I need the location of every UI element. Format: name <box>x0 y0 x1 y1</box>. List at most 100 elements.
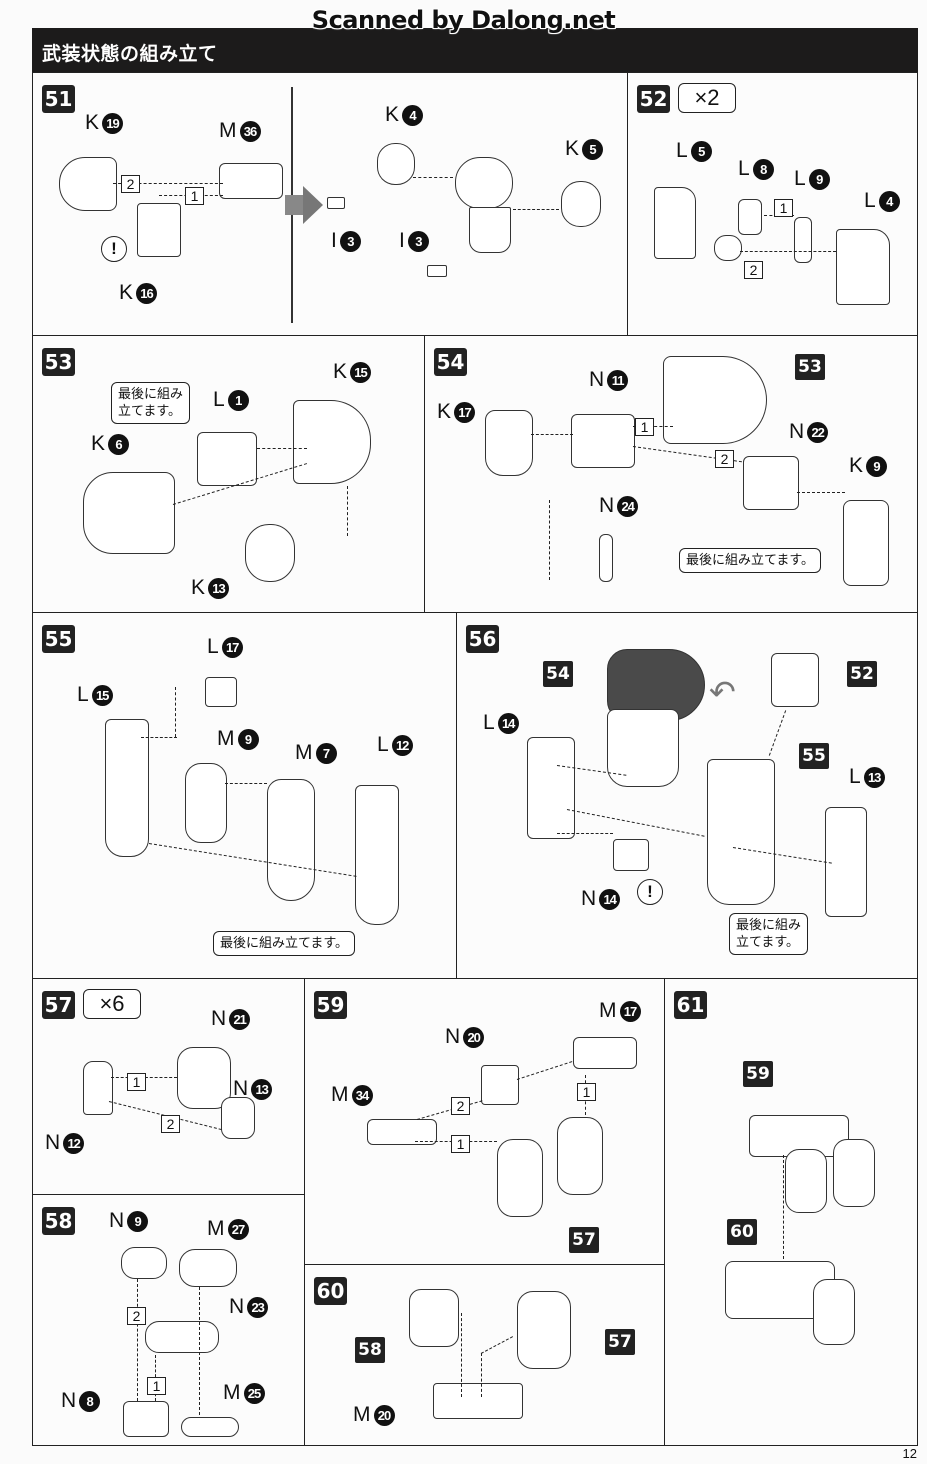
engine-part <box>663 356 767 444</box>
step-number: 51 <box>42 85 75 113</box>
step-number: 57 <box>42 991 75 1019</box>
next-arrow-icon <box>285 195 303 215</box>
order-number: 1 <box>635 418 654 436</box>
step-number: 58 <box>42 1207 75 1235</box>
pin-part <box>599 534 613 582</box>
order-number: 2 <box>161 1115 180 1133</box>
warning-icon: ! <box>101 236 127 262</box>
cube-part <box>613 839 649 871</box>
order-number: 1 <box>577 1083 596 1101</box>
step-reference: 58 <box>355 1337 385 1363</box>
assembly-line <box>797 492 845 493</box>
finger-subassembly <box>785 1149 827 1213</box>
frame-part <box>197 432 257 486</box>
cap-part <box>121 1247 167 1279</box>
leg-subassembly <box>707 759 775 905</box>
cylinder-part <box>455 157 513 209</box>
step-reference: 57 <box>605 1329 635 1355</box>
step-number: 55 <box>42 625 75 653</box>
assembly-note: 最後に組み立てます。 <box>111 382 191 424</box>
step-number: 53 <box>42 348 75 376</box>
finger-subassembly <box>497 1139 543 1217</box>
assembly-note: 最後に組み立てます。 <box>679 548 822 573</box>
order-number: 1 <box>185 187 204 205</box>
small-block-part <box>327 197 345 209</box>
order-number: 2 <box>127 1307 146 1325</box>
clip-part <box>794 217 812 263</box>
finger-subassembly <box>833 1139 875 1207</box>
finger-subassembly <box>813 1279 855 1345</box>
joint-part <box>738 199 762 235</box>
block-part <box>219 163 283 199</box>
grip-subassembly <box>409 1289 459 1347</box>
claw-tip-part <box>221 1097 255 1139</box>
cylinder-part <box>83 472 175 554</box>
assembly-line <box>516 1061 573 1080</box>
step-reference: 53 <box>795 354 825 380</box>
plate-part <box>355 785 399 925</box>
assembly-line <box>480 1336 514 1354</box>
order-number: 1 <box>451 1135 470 1153</box>
cube-part <box>481 1065 519 1105</box>
step-number: 52 <box>637 85 670 113</box>
assembly-line <box>740 251 836 252</box>
order-number: 2 <box>715 450 734 468</box>
block-part <box>743 456 799 510</box>
armor-subassembly <box>771 653 819 707</box>
frame-part <box>485 410 533 476</box>
assembly-line <box>225 783 267 784</box>
step-reference: 59 <box>743 1061 773 1087</box>
joint-part <box>843 500 889 586</box>
joint-subassembly <box>607 709 679 787</box>
small-block-part <box>427 265 447 277</box>
step-reference: 57 <box>569 1227 599 1253</box>
step-number: 61 <box>674 991 707 1019</box>
step-number: 59 <box>314 991 347 1019</box>
assembly-line <box>768 710 787 756</box>
assembly-line <box>481 1353 482 1397</box>
roller-part <box>714 235 742 261</box>
assembly-line <box>137 1279 138 1401</box>
armor-part <box>654 187 696 259</box>
assembly-line <box>461 1313 462 1397</box>
assembly-line <box>113 183 223 184</box>
quantity-multiplier: ×6 <box>83 989 141 1019</box>
page-number: 12 <box>902 1446 917 1461</box>
assembly-line <box>531 434 573 435</box>
housing-part <box>293 400 371 484</box>
cap-part <box>561 181 601 227</box>
cube-part <box>205 677 237 707</box>
armor-part <box>836 229 890 305</box>
step-reference: 60 <box>727 1219 757 1245</box>
order-number: 1 <box>774 199 793 217</box>
assembly-line <box>557 833 613 834</box>
cylinder-part <box>59 157 117 211</box>
step-reference: 54 <box>543 661 573 687</box>
order-number: 1 <box>127 1073 146 1091</box>
